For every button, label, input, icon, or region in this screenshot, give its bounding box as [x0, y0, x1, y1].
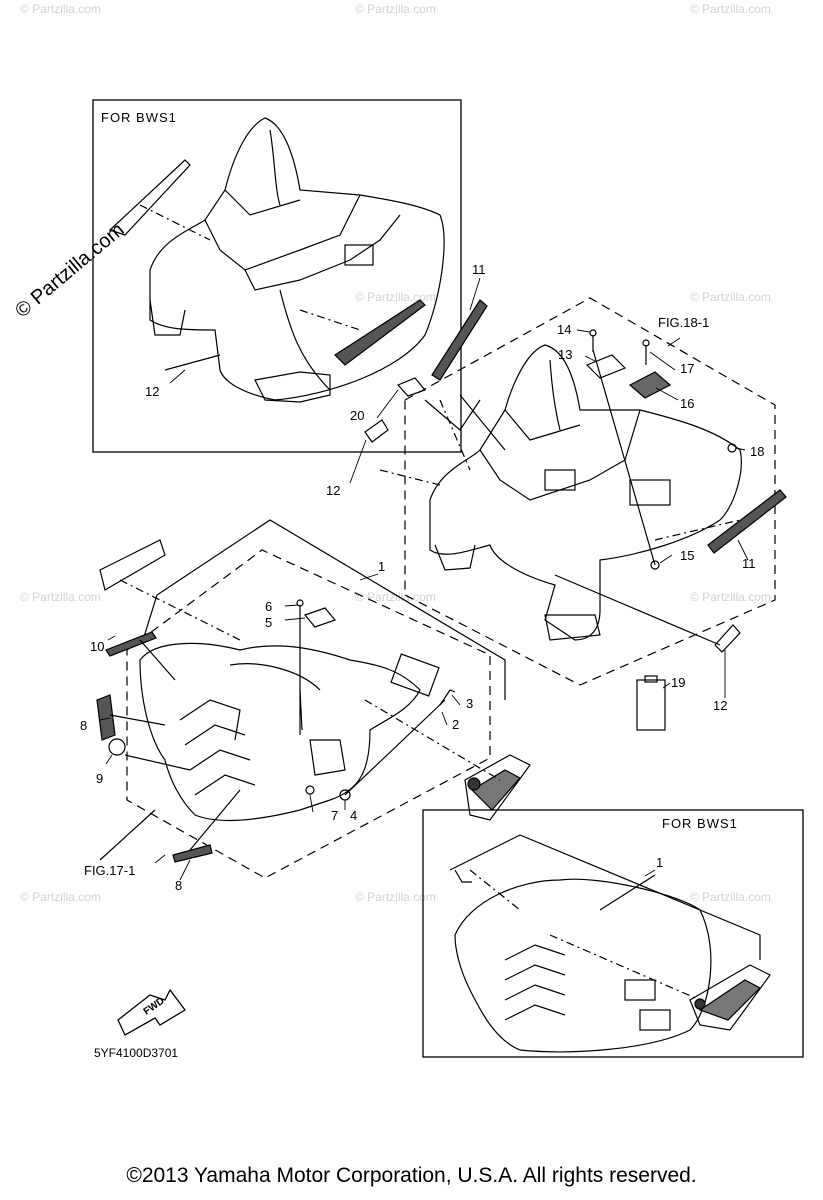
- label-plate: [636, 679, 666, 731]
- watermark-tile: © Partzilla.com: [20, 590, 101, 604]
- rear-fender-inset: [92, 99, 462, 453]
- callout-6: 6: [265, 599, 273, 614]
- callout-12: 12: [145, 384, 160, 399]
- callout-17: 17: [680, 361, 695, 376]
- callout-1: 1: [656, 855, 664, 870]
- watermark-tile: © Partzilla.com: [355, 890, 436, 904]
- diagram-part-code: 5YF4100D3701: [94, 1046, 179, 1060]
- fig-17-ref: FIG.17-1: [84, 863, 136, 878]
- fwd-arrow-icon: [117, 988, 186, 1036]
- callout-11: 11: [742, 556, 756, 571]
- front-fender-assembly: [96, 519, 531, 879]
- front-inset-title: FOR BWS1: [662, 816, 738, 831]
- callout-12: 12: [713, 698, 728, 713]
- callout-16: 16: [680, 396, 695, 411]
- callout-18: 18: [750, 444, 765, 459]
- copyright-footer: ©2013 Yamaha Motor Corporation, U.S.A. A…: [126, 1164, 697, 1187]
- watermark-tile: © Partzilla.com: [690, 290, 771, 304]
- callout-20: 20: [350, 408, 365, 423]
- callout-19: 19: [671, 675, 686, 690]
- watermark-tile: © Partzilla.com: [355, 590, 436, 604]
- callout-12: 12: [326, 483, 341, 498]
- callout-15: 15: [680, 548, 695, 563]
- rear-fender-assembly: [364, 297, 787, 686]
- callout-4: 4: [350, 808, 358, 823]
- watermark-tile: © Partzilla.com: [20, 890, 101, 904]
- fig-18-ref: FIG.18-1: [658, 315, 710, 330]
- callout-14: 14: [557, 322, 572, 337]
- watermark-tile: © Partzilla.com: [690, 590, 771, 604]
- callout-11: 11: [472, 262, 486, 277]
- watermark-tile: © Partzilla.com: [355, 290, 436, 304]
- callout-10: 10: [90, 639, 105, 654]
- callout-7: 7: [331, 808, 339, 823]
- watermark-tile: © Partzilla.com: [690, 2, 771, 16]
- callout-2: 2: [452, 717, 460, 732]
- rear-inset-title: FOR BWS1: [101, 110, 177, 125]
- callout-1: 1: [378, 559, 386, 574]
- callout-leaders: [99, 277, 749, 881]
- watermark-tile: © Partzilla.com: [355, 2, 436, 16]
- callout-8: 8: [175, 878, 183, 893]
- front-fender-inset: [422, 809, 804, 1058]
- callout-5: 5: [265, 615, 273, 630]
- callout-8: 8: [80, 718, 88, 733]
- watermark-tile: © Partzilla.com: [690, 890, 771, 904]
- callout-3: 3: [466, 696, 474, 711]
- callout-13: 13: [558, 347, 573, 362]
- callout-9: 9: [96, 771, 104, 786]
- watermark-tile: © Partzilla.com: [20, 2, 101, 16]
